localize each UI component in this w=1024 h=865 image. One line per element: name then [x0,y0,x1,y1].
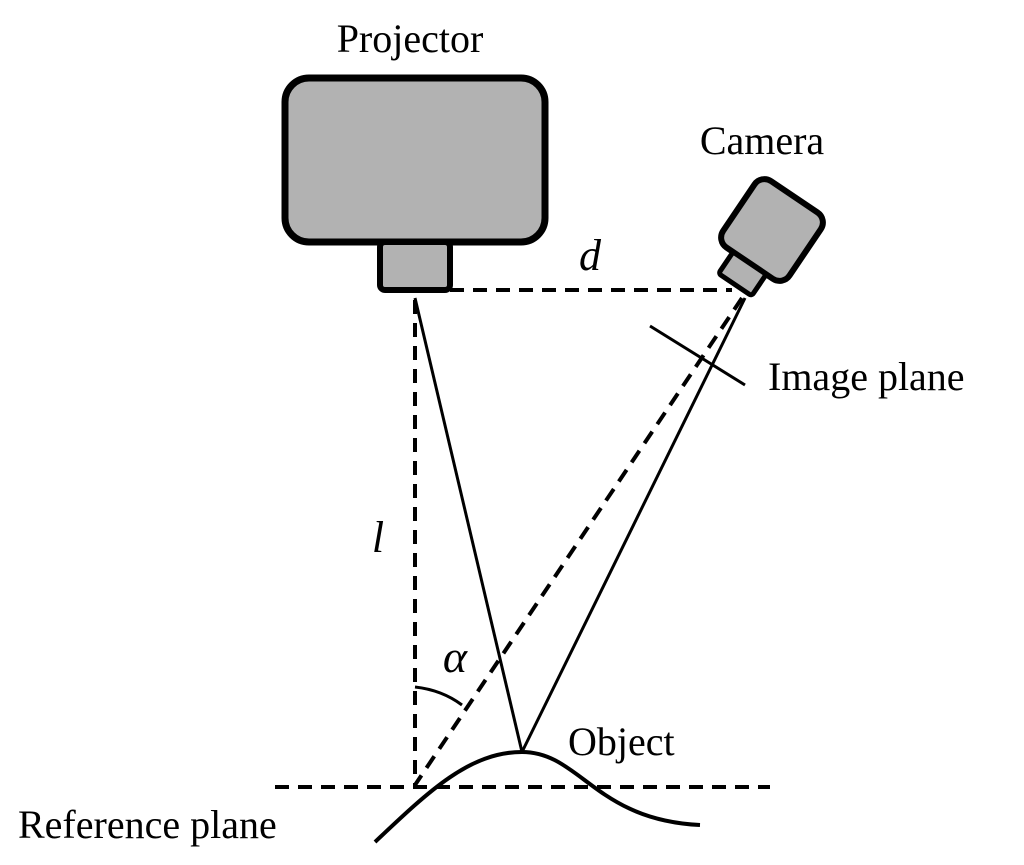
camera-label: Camera [700,118,825,163]
angle-alpha-label: α [443,631,468,682]
camera-to-reference-line [413,296,744,787]
reference-plane-label: Reference plane [18,802,277,847]
baseline-d-label: d [579,231,602,280]
camera-ray [520,297,747,753]
camera-lens [717,250,768,298]
projector-ray [413,297,524,753]
object-label: Object [568,719,675,764]
projector-lens [377,239,453,293]
camera-device [717,176,826,298]
image-plane-label: Image plane [768,354,965,399]
projector-label: Projector [337,16,484,61]
distance-l-label: l [372,513,384,562]
projector-body [281,74,549,246]
angle-arc [414,685,463,707]
image-plane-line [649,324,746,387]
object-surface [373,749,701,844]
